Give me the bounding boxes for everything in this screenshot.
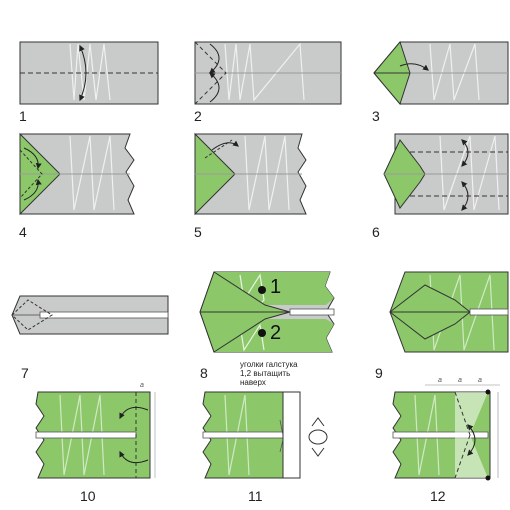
- step-label-2: 2: [194, 108, 202, 124]
- step-label-12: 12: [430, 488, 446, 504]
- step-label-9: 9: [375, 365, 383, 381]
- step-label-10: 10: [80, 488, 96, 504]
- step-8-figure: [199, 271, 335, 353]
- step-8-note: уголки галстука 1,2 вытащить наверх: [240, 360, 298, 387]
- step-label-8: 8: [200, 365, 208, 381]
- dim-label: a: [458, 377, 462, 384]
- step-2-figure: [194, 41, 342, 105]
- step-11-figure: [202, 391, 328, 479]
- step-10-figure: [35, 391, 156, 479]
- step-3-figure: [373, 40, 509, 106]
- step-label-6: 6: [372, 224, 380, 240]
- step-7-figure: [11, 295, 169, 335]
- step-1-figure: [19, 41, 159, 105]
- marker-1: 1: [270, 276, 282, 298]
- step-label-11: 11: [248, 488, 263, 504]
- step-label-5: 5: [194, 224, 202, 240]
- dim-label: a: [140, 382, 144, 389]
- step-label-4: 4: [19, 224, 27, 240]
- step-6-figure: [383, 133, 509, 215]
- dim-label: a: [478, 377, 482, 384]
- step-label-3: 3: [372, 108, 380, 124]
- step-label-1: 1: [19, 108, 27, 124]
- step-5-figure: [194, 132, 307, 216]
- step-9-figure: [389, 271, 509, 353]
- step-12-figure: [392, 384, 500, 481]
- step-label-7: 7: [21, 365, 29, 381]
- dim-label: a: [438, 377, 442, 384]
- marker-2: 2: [270, 322, 282, 344]
- step-4-figure: [19, 132, 135, 216]
